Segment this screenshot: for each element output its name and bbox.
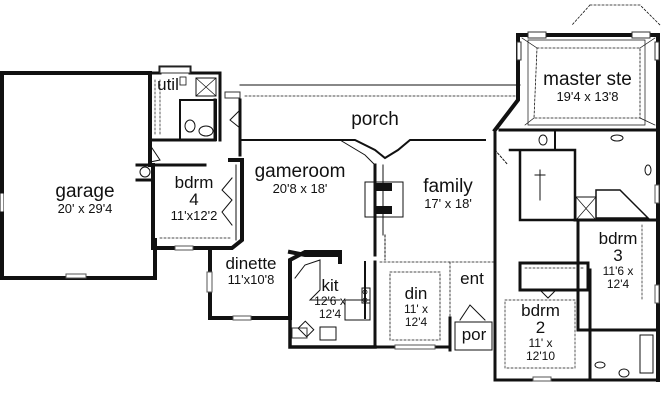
room-name: porch xyxy=(351,109,399,130)
family-walls xyxy=(364,149,509,262)
room-label-master: master ste 19'4 x 13'8 xyxy=(530,70,645,103)
room-name: ent xyxy=(460,269,484,288)
room-dims-line1: 11' x xyxy=(528,336,553,350)
room-name: din xyxy=(404,284,428,303)
master-bath-walls xyxy=(493,128,660,222)
room-dims-line1: 11' x xyxy=(403,302,429,316)
room-label-ent: ent xyxy=(452,270,492,287)
room-name: bdrm xyxy=(598,229,638,248)
room-dims-line2: 12'4 xyxy=(606,277,630,291)
room-dims-line2: 12'10 xyxy=(526,349,555,363)
room-name: por xyxy=(461,325,487,344)
room-label-kit: kit 12'6 x 12'4 xyxy=(305,277,355,320)
room-name: garage xyxy=(55,181,115,202)
bdrm3-walls xyxy=(576,184,660,332)
hall-bath-walls xyxy=(588,328,660,382)
dining-walls xyxy=(373,260,496,350)
room-number: 4 xyxy=(189,190,199,209)
room-name: dinette xyxy=(225,254,277,273)
room-name: util xyxy=(157,75,179,94)
room-dims-line1: 12'6 x xyxy=(314,294,346,308)
room-label-bdrm3: bdrm 3 11'6 x 12'4 xyxy=(582,230,654,290)
room-name: master ste xyxy=(543,69,632,90)
room-dims: 11'x12'2 xyxy=(170,208,218,223)
room-name: kit xyxy=(321,276,339,295)
room-label-bdrm4: bdrm 4 11'x12'2 xyxy=(155,174,233,222)
room-name: family xyxy=(423,176,473,197)
room-dims: 17' x 18' xyxy=(424,196,472,211)
kitchen-walls xyxy=(287,249,377,349)
room-label-porch: porch xyxy=(335,110,415,129)
hall-walls xyxy=(135,91,242,182)
master-suite-walls xyxy=(492,4,661,382)
room-name: gameroom xyxy=(254,161,346,182)
room-dims: 20' x 29'4 xyxy=(57,201,113,216)
room-dims: 11'x10'8 xyxy=(227,272,275,287)
room-number: 3 xyxy=(613,246,623,265)
room-label-din: din 11' x 12'4 xyxy=(390,285,442,328)
room-label-family: family 17' x 18' xyxy=(408,177,488,210)
room-name: bdrm xyxy=(174,173,214,192)
room-dims-line2: 12'4 xyxy=(404,315,428,329)
room-number: 2 xyxy=(535,318,546,337)
room-dims: 19'4 x 13'8 xyxy=(556,89,619,104)
room-label-dinette: dinette 11'x10'8 xyxy=(212,255,290,286)
dinette-walls xyxy=(206,248,342,321)
room-label-util: util xyxy=(148,76,188,93)
room-label-garage: garage 20' x 29'4 xyxy=(30,182,140,215)
util-walls xyxy=(148,65,222,142)
room-dims-line1: 11'6 x xyxy=(602,264,634,278)
garage-walls xyxy=(0,71,157,280)
room-label-gameroom: gameroom 20'8 x 18' xyxy=(245,162,355,195)
room-dims: 20'8 x 18' xyxy=(272,181,328,196)
porch-outline xyxy=(239,84,521,166)
room-label-por: por xyxy=(454,326,494,343)
room-name: bdrm xyxy=(521,301,560,320)
entry-walls xyxy=(448,260,497,382)
bdrm4-walls xyxy=(151,158,244,251)
room-label-bdrm2: bdrm 2 11' x 12'10 xyxy=(508,302,573,362)
room-dims-line2: 12'4 xyxy=(318,307,342,321)
